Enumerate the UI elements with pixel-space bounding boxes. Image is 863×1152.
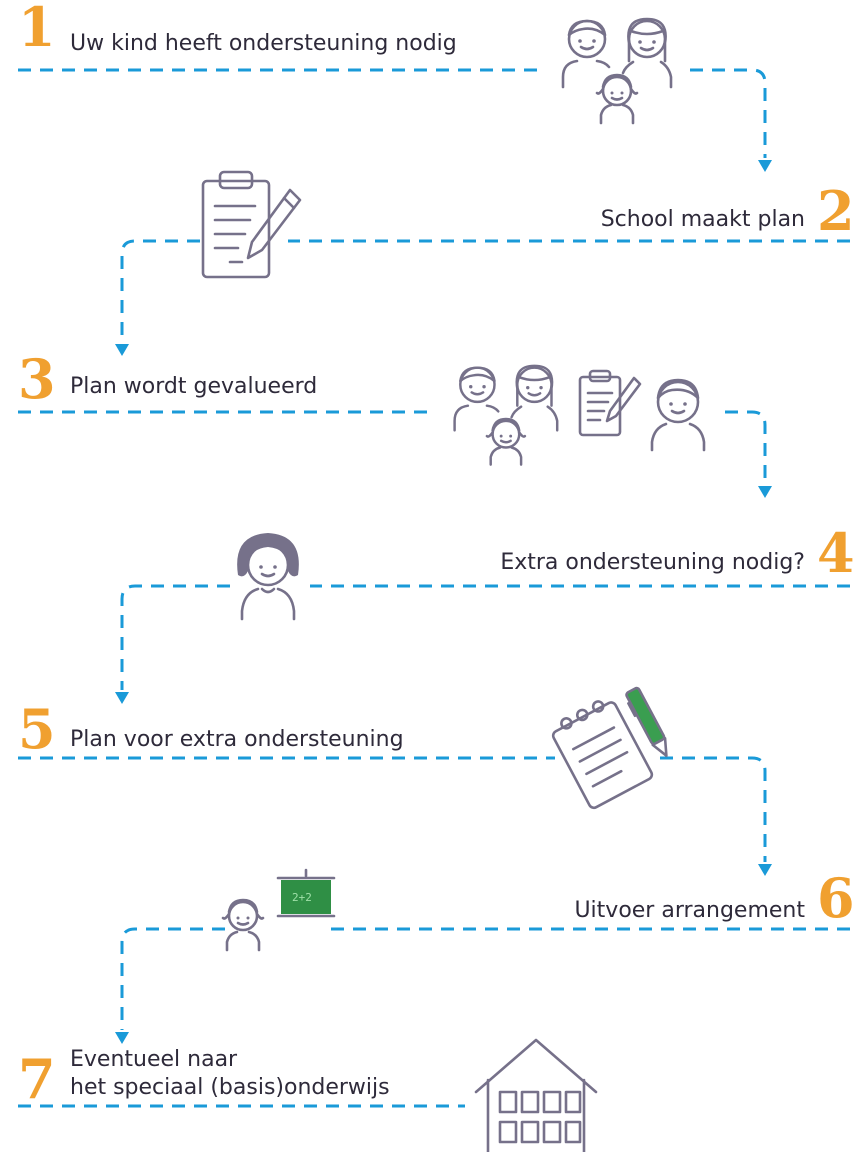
step-3-number: 3 [18, 347, 56, 411]
step-1-number: 1 [18, 0, 56, 59]
step-5-label: Plan voor extra ondersteuning [70, 727, 404, 752]
connector-6-7 [120, 927, 850, 1030]
step-2-number: 2 [817, 179, 855, 243]
teacher-icon [237, 533, 299, 621]
connector-5-6 [18, 756, 767, 862]
arrow-to-3 [115, 344, 129, 356]
connector-4-5 [120, 584, 850, 690]
school-building-icon [474, 1038, 598, 1152]
step-5-number: 5 [18, 697, 56, 761]
family-clipboard-teacher-icon [453, 364, 706, 466]
step-6-label: Uitvoer arrangement [574, 898, 805, 923]
step-7-number: 7 [18, 1047, 56, 1111]
girl-blackboard-icon: 2+2 [221, 868, 336, 952]
step-4-label: Extra ondersteuning nodig? [500, 550, 805, 575]
connector-3-4 [18, 410, 767, 484]
step-3-label: Plan wordt gevalueerd [70, 374, 317, 399]
step-7-label-line1: Eventueel naar [70, 1047, 238, 1072]
connector-2-3 [120, 239, 850, 342]
arrow-to-6 [758, 864, 772, 876]
connector-1-2 [18, 68, 767, 158]
step-2-label: School maakt plan [601, 207, 805, 232]
arrow-to-5 [115, 692, 129, 704]
arrow-to-7 [115, 1032, 129, 1044]
step-1-label: Uw kind heeft ondersteuning nodig [70, 31, 457, 56]
family-icon [561, 17, 673, 125]
notepad-pen-icon [551, 686, 668, 810]
blackboard-text: 2+2 [292, 891, 312, 904]
step-6-number: 6 [817, 866, 855, 930]
step-4-number: 4 [817, 521, 855, 585]
connectors [18, 68, 850, 1108]
clipboard-pen-icon [201, 170, 302, 279]
step-7-label-line2: het speciaal (basis)onderwijs [70, 1075, 390, 1100]
arrow-to-4 [758, 486, 772, 498]
arrow-to-2 [758, 160, 772, 172]
